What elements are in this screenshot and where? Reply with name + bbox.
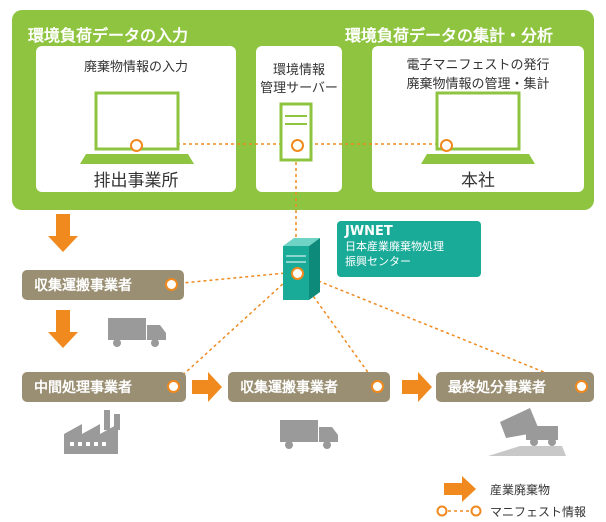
jwnet-collector-top-line <box>171 271 297 285</box>
manifest-connections <box>135 143 582 388</box>
arrow-right-1 <box>192 372 222 402</box>
legend-manifest-line <box>436 505 482 517</box>
legend-waste-label: 産業廃棄物 <box>490 483 551 497</box>
collector-top-node: 収集運搬事業者 <box>22 270 184 300</box>
legend-waste-arrow <box>444 476 476 502</box>
discharge-site-caption: 廃棄物情報の入力 <box>83 60 188 75</box>
manifest-dot-server <box>291 139 304 152</box>
truck-icon-bottom <box>280 420 338 449</box>
jwnet-final-line <box>295 271 582 388</box>
final-disposal-node: 最終処分事業者 <box>436 372 594 402</box>
jwnet-server-icon <box>283 238 320 300</box>
manifest-dot-intermediate <box>167 380 180 393</box>
dump-truck-icon <box>488 408 566 456</box>
intermediate-label: 中間処理事業者 <box>34 380 132 396</box>
legend-manifest-label: マニフェスト情報 <box>490 505 587 519</box>
server-caption-line1: 環境情報 <box>272 63 325 78</box>
manifest-dot-jwnet <box>291 267 304 280</box>
laptop-icon-right <box>421 91 535 164</box>
laptop-icon-left <box>80 91 194 164</box>
manifest-dot-final <box>575 380 588 393</box>
waste-flow-arrows <box>48 214 432 402</box>
jwnet-title: JWNET <box>345 224 393 239</box>
server-caption: 環境情報 管理サーバー <box>256 62 342 98</box>
arrow-down-2 <box>48 310 78 348</box>
manifest-dot-collector-top <box>165 278 178 291</box>
jwnet-intermediate-line <box>173 271 297 384</box>
intermediate-node: 中間処理事業者 <box>22 372 186 402</box>
arrow-down-1 <box>48 214 78 252</box>
head-office-label: 本社 <box>461 171 495 191</box>
collector-bottom-label: 収集運搬事業者 <box>240 380 338 396</box>
panel-title-analysis: 環境負荷データの集計・分析 <box>345 26 554 45</box>
head-office-caption: 電子マニフェストの発行 廃棄物情報の管理・集計 <box>372 56 584 94</box>
jwnet-line2: 振興センター <box>345 255 411 268</box>
final-disposal-label: 最終処分事業者 <box>448 380 546 396</box>
jwnet-collector-bottom-line <box>295 271 378 386</box>
panel-title-input: 環境負荷データの入力 <box>28 26 189 45</box>
discharge-site-label: 排出事業所 <box>93 171 179 191</box>
collector-bottom-node: 収集運搬事業者 <box>228 372 390 402</box>
factory-icon <box>64 410 120 454</box>
arrow-right-2 <box>402 372 432 402</box>
manifest-dot-collector-bottom <box>371 380 384 393</box>
head-office-caption-line2: 廃棄物情報の管理・集計 <box>406 77 550 92</box>
jwnet-label: JWNET 日本産業廃棄物処理 振興センター <box>337 221 481 277</box>
server-caption-line2: 管理サーバー <box>260 81 338 96</box>
collector-top-label: 収集運搬事業者 <box>34 278 132 294</box>
head-office-caption-line1: 電子マニフェストの発行 <box>406 58 550 73</box>
manifest-dot-discharge <box>130 139 143 152</box>
truck-icon-top <box>108 318 166 347</box>
jwnet-line1: 日本産業廃棄物処理 <box>345 240 444 253</box>
manifest-dot-head-office <box>440 139 453 152</box>
